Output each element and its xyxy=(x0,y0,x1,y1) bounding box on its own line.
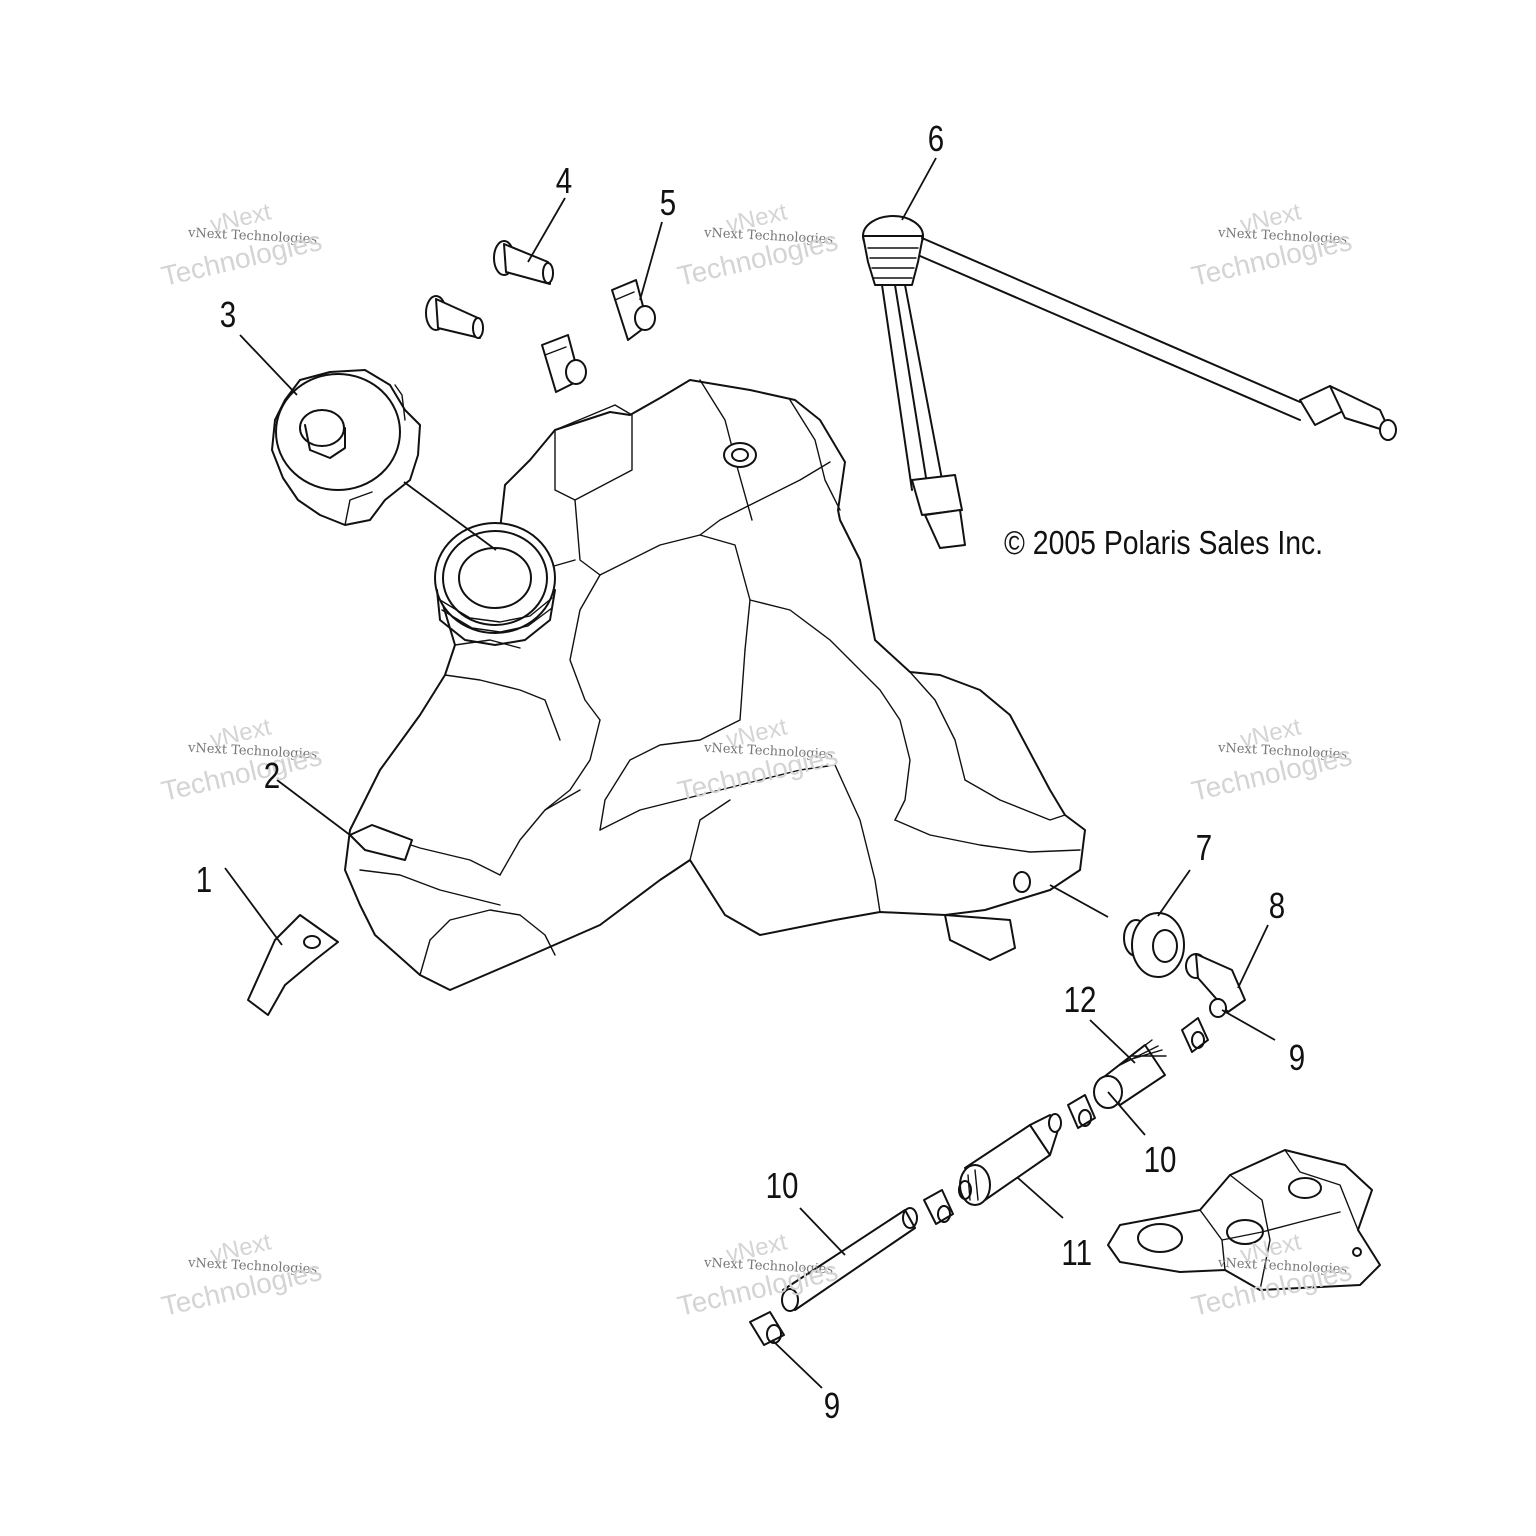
callout-7: 7 xyxy=(1195,827,1213,868)
callout-10-upper: 10 xyxy=(1143,1139,1177,1180)
callout-1: 1 xyxy=(195,859,213,900)
callout-2: 2 xyxy=(263,755,281,796)
fuel-level-sender xyxy=(862,215,1397,549)
callout-4: 4 xyxy=(555,160,573,201)
clip-nuts xyxy=(541,279,656,393)
fuel-filter xyxy=(958,1113,1062,1206)
copyright-notice: © 2005 Polaris Sales Inc. xyxy=(1004,524,1324,561)
fuel-tank xyxy=(344,379,1086,991)
callout-9-upper: 9 xyxy=(1288,1037,1306,1078)
grommet xyxy=(1123,912,1185,978)
fuel-valve xyxy=(1093,1039,1167,1109)
fuel-hose xyxy=(781,1207,918,1312)
callout-12: 12 xyxy=(1063,979,1097,1020)
callout-11: 11 xyxy=(1061,1232,1093,1273)
mount-bracket xyxy=(247,914,339,1016)
callout-6: 6 xyxy=(927,118,945,159)
elbow-fitting xyxy=(1185,953,1246,1018)
mounting-plate xyxy=(1107,1149,1381,1291)
push-rivets xyxy=(425,240,554,339)
leader-lines xyxy=(224,157,1276,1389)
callout-9-lower: 9 xyxy=(823,1385,841,1426)
callout-3: 3 xyxy=(219,294,237,335)
callout-8: 8 xyxy=(1268,885,1286,926)
callout-10-lower: 10 xyxy=(765,1165,799,1206)
fuel-cap xyxy=(271,369,421,526)
hose-clamps xyxy=(749,1017,1209,1346)
callout-5: 5 xyxy=(659,182,677,223)
